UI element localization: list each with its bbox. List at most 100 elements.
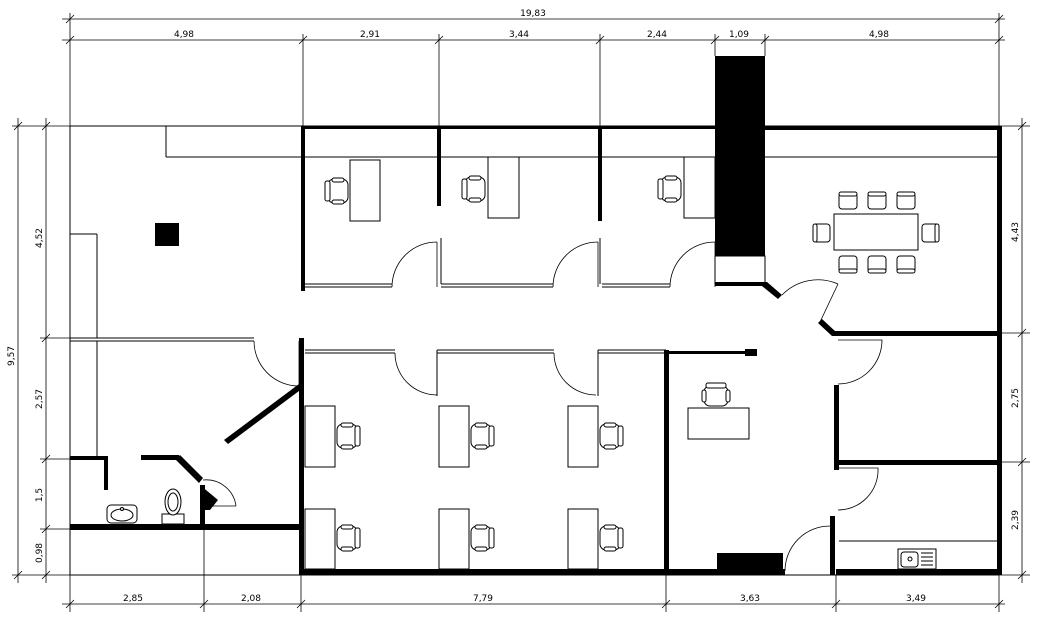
toilet-right-wall: [200, 485, 205, 530]
column-block: [155, 223, 179, 246]
exterior-wall-bottom-room: [666, 569, 785, 575]
desk-open-4: [304, 508, 336, 570]
chair-icon: [324, 177, 349, 205]
dim-left-total: 9,57: [7, 346, 17, 366]
left-diag-wall: [224, 384, 303, 444]
desk-open-5: [438, 508, 470, 570]
chair-icon: [701, 382, 731, 407]
dim-bottom-4: 3,63: [740, 594, 760, 604]
door-arc-office-1: [391, 241, 438, 288]
door-arc-right-room-1: [837, 339, 883, 385]
door-arc-meeting: [781, 279, 839, 296]
door-arc-open-1: [394, 352, 438, 396]
dim-right-1: 4,43: [1011, 222, 1021, 242]
partition-office-1-left: [301, 126, 305, 291]
meeting-wall-diag-1: [762, 282, 782, 299]
partition-office-1-2: [437, 126, 441, 206]
director-wall-end: [745, 349, 757, 356]
meeting-table: [833, 213, 919, 251]
chair-icon: [461, 175, 486, 203]
dim-left-4: 0,98: [35, 543, 45, 563]
desk-open-1: [304, 405, 336, 468]
dim-bottom-2: 2,08: [241, 594, 261, 604]
desk-office-3: [683, 156, 716, 219]
dim-left-1: 4,52: [35, 228, 45, 248]
dim-bottom-5: 3,49: [906, 594, 926, 604]
right-room-divider-wall: [834, 460, 1002, 465]
chair-icon: [812, 223, 831, 243]
right-room-left-wall: [834, 385, 839, 470]
door-arc-toilet: [202, 479, 237, 507]
door-arc-left-wing: [253, 340, 300, 387]
shaft-base-wall: [715, 282, 767, 286]
partition-office-2-3: [598, 126, 602, 221]
sink-icon: [106, 504, 138, 524]
chair-icon: [599, 422, 624, 450]
dim-top-2: 2,91: [360, 30, 380, 40]
door-arc-kitchen: [784, 525, 831, 572]
shaft-lower-box: [714, 255, 766, 285]
dim-top-1: 4,98: [174, 30, 194, 40]
door-arc-open-2: [553, 352, 597, 396]
dim-top-4: 2,44: [647, 30, 667, 40]
desk-open-2: [438, 405, 470, 468]
chair-icon: [657, 175, 682, 203]
chair-icon: [896, 191, 916, 210]
dim-top-5: 1,09: [729, 30, 749, 40]
toilet-stub-wall: [104, 456, 108, 490]
dimension-lines: [12, 13, 1030, 612]
exterior-wall-bottom-kitchen: [836, 569, 1002, 575]
dim-bottom-1: 2,85: [123, 594, 143, 604]
open-office-left-wall: [299, 338, 304, 575]
chair-icon: [896, 255, 916, 274]
dim-top-6: 4,98: [869, 30, 889, 40]
dim-left-3: 1,5: [35, 488, 45, 502]
chair-icon: [336, 422, 361, 450]
desk-office-2: [487, 156, 520, 219]
exterior-wall-right: [997, 126, 1002, 575]
dimension-labels: 19,83 4,98 2,91 3,44 2,44 1,09 4,98 2,85…: [7, 9, 1021, 604]
chair-icon: [867, 255, 887, 274]
exterior-wall-top-offices: [303, 126, 715, 129]
chair-icon: [867, 191, 887, 210]
shaft-block: [715, 56, 765, 256]
chair-icon: [921, 223, 940, 243]
toilet-diag-wall: [176, 455, 203, 483]
chair-icon: [838, 255, 858, 274]
door-arc-office-3: [669, 241, 716, 288]
door-arc-right-room-2: [837, 467, 879, 511]
chair-icon: [599, 524, 624, 552]
exterior-wall-top-meeting: [765, 126, 1002, 130]
open-office-right-wall: [664, 350, 669, 575]
meeting-room-bottom-wall: [832, 331, 1002, 336]
chair-icon: [470, 422, 495, 450]
cabinet-block: [717, 553, 783, 571]
dim-right-3: 2,39: [1011, 510, 1021, 530]
dim-bottom-3: 7,79: [473, 594, 493, 604]
kitchen-sink-icon: [897, 548, 937, 570]
door-arc-office-2: [552, 241, 599, 288]
toilet-icon: [161, 488, 185, 525]
director-top-wall: [669, 351, 745, 354]
doors: [202, 241, 883, 572]
kitchen-left-wall: [830, 516, 835, 575]
dim-top-3: 3,44: [509, 30, 529, 40]
desk-open-3: [567, 405, 599, 468]
desk-office-1: [349, 159, 381, 222]
chair-icon: [336, 524, 361, 552]
toilet-top-wall-left: [70, 456, 106, 460]
furniture: [106, 156, 940, 570]
toilet-top-wall-right: [141, 455, 179, 460]
dim-top-total: 19,83: [520, 9, 546, 19]
desk-director: [687, 407, 750, 440]
dim-left-2: 2,57: [35, 389, 45, 409]
meeting-wall-diag-2: [818, 319, 836, 336]
dim-right-2: 2,75: [1011, 388, 1021, 408]
chair-icon: [838, 191, 858, 210]
toilet-bottom-wall: [70, 524, 301, 530]
exterior-wall-bottom-office: [301, 569, 666, 575]
walls: [69, 56, 1002, 576]
desk-open-6: [567, 508, 599, 570]
chair-icon: [470, 524, 495, 552]
